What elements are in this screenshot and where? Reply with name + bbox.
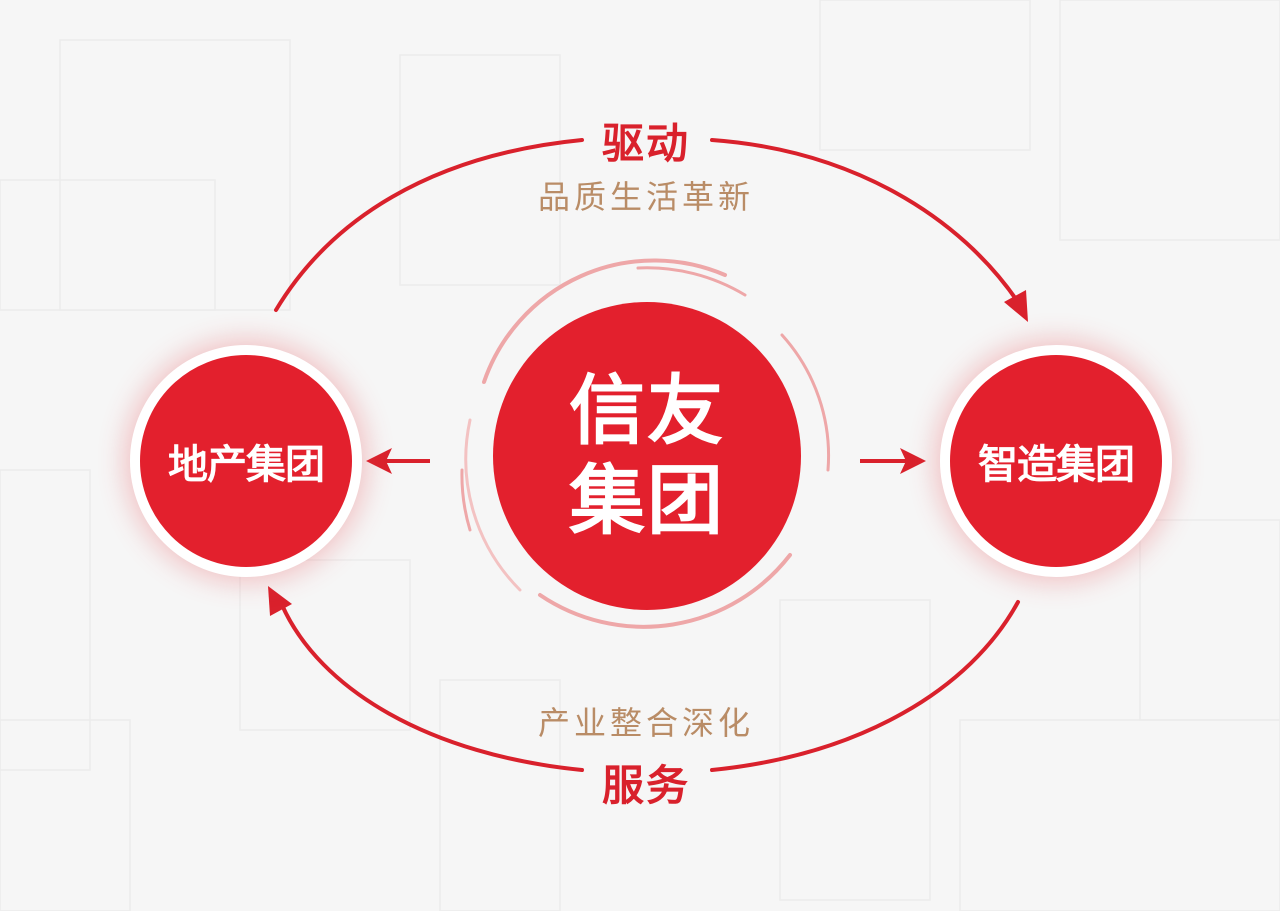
center-ring-bottom [538,553,792,629]
bottom-arc-left-segment [280,603,584,772]
top-arc-arrow-icon [1004,290,1028,322]
center-node-circle: 信友 集团 [493,302,801,610]
left-node-circle: 地产集团 [130,345,362,577]
center-ring-outer [482,258,727,384]
bottom-arc-sub-label: 产业整合深化 [537,704,754,742]
top-arc-right-segment [710,138,1022,307]
right-node-circle: 智造集团 [940,345,1172,577]
top-arc-left-segment [274,138,584,312]
right-node-label: 智造集团 [978,442,1135,488]
center-ring-right [780,333,831,472]
center-ring-outer-2 [636,266,747,297]
center-ring-left-2 [460,468,472,532]
right-arrow-icon [900,448,926,474]
bottom-arc-right-segment [710,600,1020,772]
top-arc-main-label: 驱动 [601,119,690,168]
top-arc-sub-label: 品质生活革新 [537,178,754,216]
left-arrow-icon [366,448,392,474]
center-node-line2: 集团 [569,456,725,545]
center-node-line1: 信友 [569,366,725,455]
center-node-label: 信友 集团 [547,366,747,546]
bottom-arc-main-label: 服务 [601,761,690,810]
center-ring-left [464,418,522,592]
left-node-label: 地产集团 [168,442,325,488]
bottom-arc-arrow-icon [268,586,292,616]
